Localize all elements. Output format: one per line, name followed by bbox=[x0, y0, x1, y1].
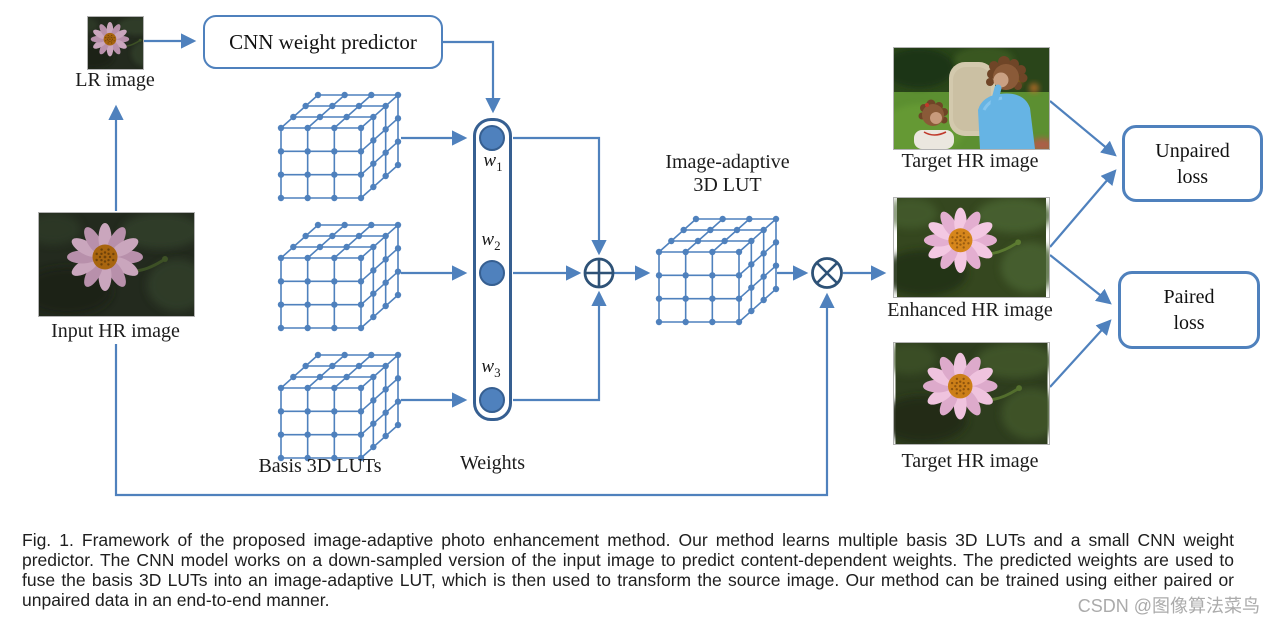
arrow-w3-to-sum bbox=[513, 290, 607, 402]
cnn-weight-predictor-box: CNN weight predictor bbox=[203, 15, 443, 69]
figure-caption: Fig. 1. Framework of the proposed image-… bbox=[22, 530, 1234, 610]
weights-panel bbox=[473, 118, 512, 421]
arrow-cnn-to-weights bbox=[443, 40, 501, 114]
sum-node-icon bbox=[583, 257, 615, 289]
target-hr-image-bottom bbox=[893, 342, 1050, 445]
lr-image-label: LR image bbox=[75, 69, 155, 91]
basis-luts-label: Basis 3D LUTs bbox=[258, 455, 382, 477]
input-hr-image-label: Input HR image bbox=[51, 320, 180, 342]
basis-lut-cube-2 bbox=[277, 221, 402, 332]
unpaired-loss-box: Unpaired loss bbox=[1122, 125, 1263, 202]
weight-label-w2: w2 bbox=[481, 229, 501, 253]
lr-image-thumbnail bbox=[87, 16, 144, 70]
adaptive-lut-cube bbox=[655, 215, 780, 326]
arrow-enhanced-to-unpaired bbox=[1049, 169, 1117, 248]
adaptive-lut-label: Image-adaptive 3D LUT bbox=[665, 151, 790, 196]
target-hr-image-bottom-label: Target HR image bbox=[901, 450, 1039, 472]
weight-node-w3 bbox=[479, 387, 505, 413]
enhanced-hr-image-label: Enhanced HR image bbox=[887, 299, 1053, 321]
target-hr-image-top-label: Target HR image bbox=[901, 150, 1039, 172]
weight-node-w1 bbox=[479, 125, 505, 151]
arrow-target-top-to-unpaired bbox=[1049, 100, 1117, 157]
weight-label-w1: w1 bbox=[483, 150, 503, 174]
weight-label-w3: w3 bbox=[481, 356, 501, 380]
cnn-weight-predictor-label: CNN weight predictor bbox=[229, 29, 417, 54]
arrow-target-bottom-to-paired bbox=[1049, 319, 1112, 388]
arrow-enhanced-to-paired bbox=[1049, 254, 1112, 305]
watermark: CSDN @图像算法菜鸟 bbox=[1077, 596, 1260, 616]
target-hr-image-top bbox=[893, 47, 1050, 150]
weight-node-w2 bbox=[479, 260, 505, 286]
enhanced-hr-image bbox=[893, 197, 1050, 298]
arrow-w1-to-sum bbox=[513, 136, 607, 256]
input-hr-image bbox=[38, 212, 195, 317]
basis-lut-cube-1 bbox=[277, 91, 402, 202]
paired-loss-box: Paired loss bbox=[1118, 271, 1260, 349]
weights-label: Weights bbox=[459, 452, 526, 474]
multiply-node-icon bbox=[811, 257, 843, 289]
basis-lut-cube-3 bbox=[277, 351, 402, 462]
